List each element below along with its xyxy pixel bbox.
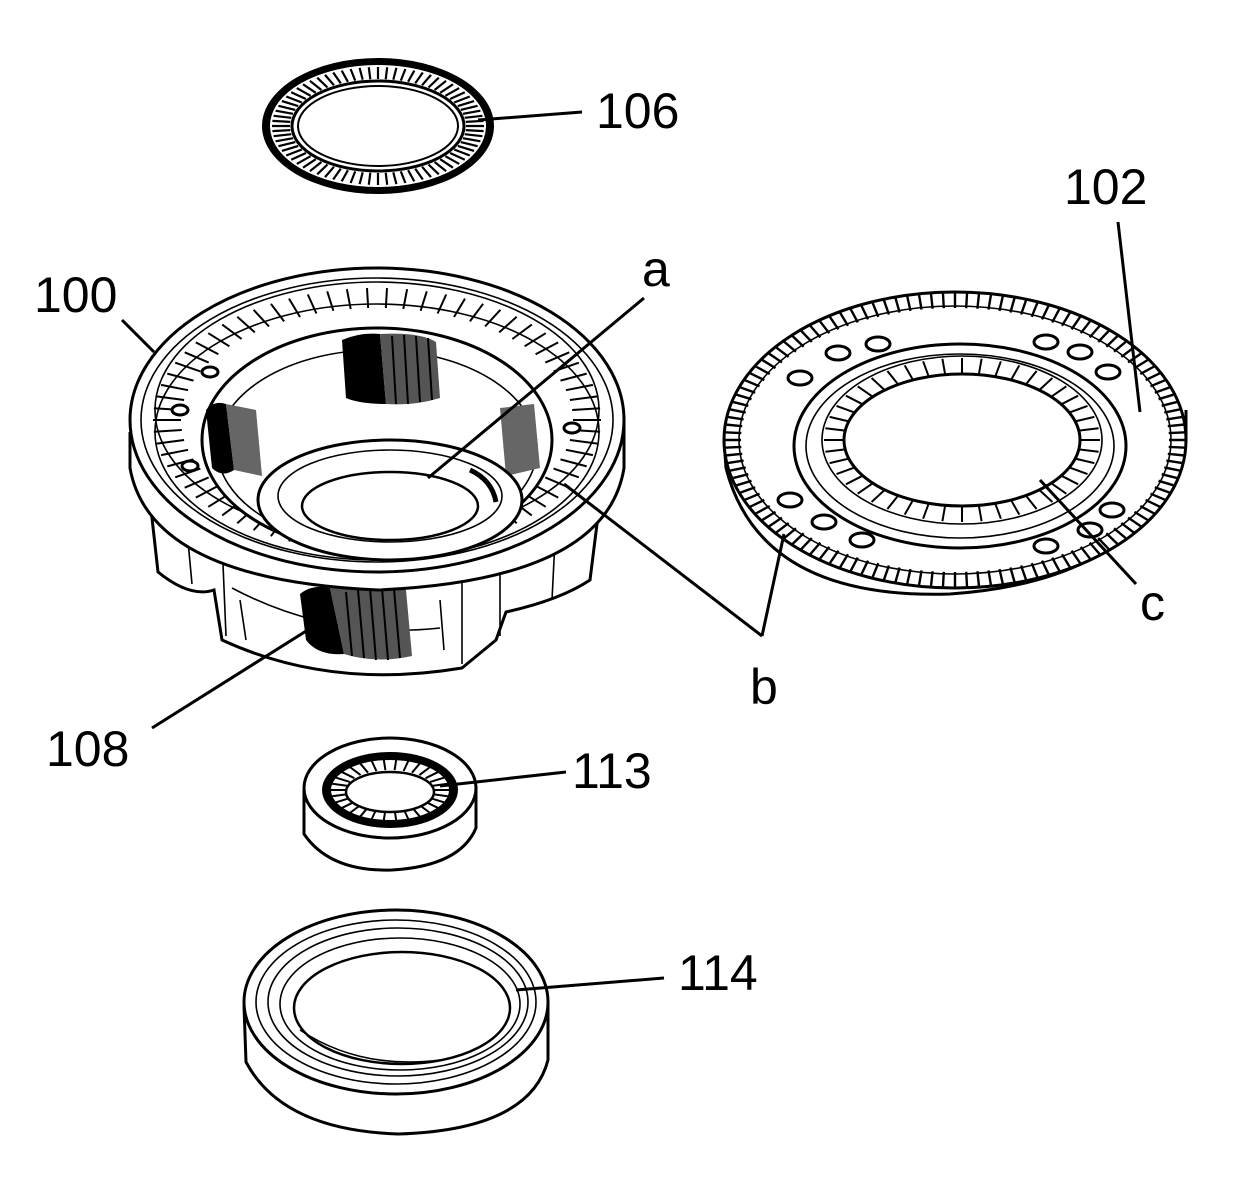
leader-106 — [477, 110, 583, 122]
leader-c — [1038, 478, 1138, 586]
leader-102 — [1116, 221, 1142, 413]
callout-114: 114 — [678, 945, 758, 1001]
callout-113: 113 — [572, 743, 652, 799]
leader-b1 — [563, 482, 763, 638]
leader-100 — [120, 318, 156, 354]
leader-114 — [515, 976, 665, 992]
ring-gear-102 — [722, 290, 1188, 596]
leader-a — [427, 296, 645, 480]
thrust-bearing-106 — [262, 58, 494, 194]
needle-bearing-113 — [302, 736, 478, 872]
leader-lines — [120, 110, 1142, 992]
carrier-assembly-100 — [128, 266, 626, 677]
callout-labels: 106 102 100 a b c 108 113 114 — [34, 83, 1165, 1001]
callout-106: 106 — [596, 83, 679, 139]
bearing-114 — [242, 908, 550, 1136]
callout-108: 108 — [46, 721, 129, 777]
callout-c: c — [1140, 575, 1165, 631]
callout-a: a — [642, 241, 670, 297]
leader-b2 — [760, 533, 786, 637]
leader-113 — [439, 770, 567, 788]
callout-102: 102 — [1064, 159, 1147, 215]
callout-b: b — [750, 659, 778, 715]
callout-100: 100 — [34, 267, 117, 323]
leader-108 — [151, 614, 331, 730]
